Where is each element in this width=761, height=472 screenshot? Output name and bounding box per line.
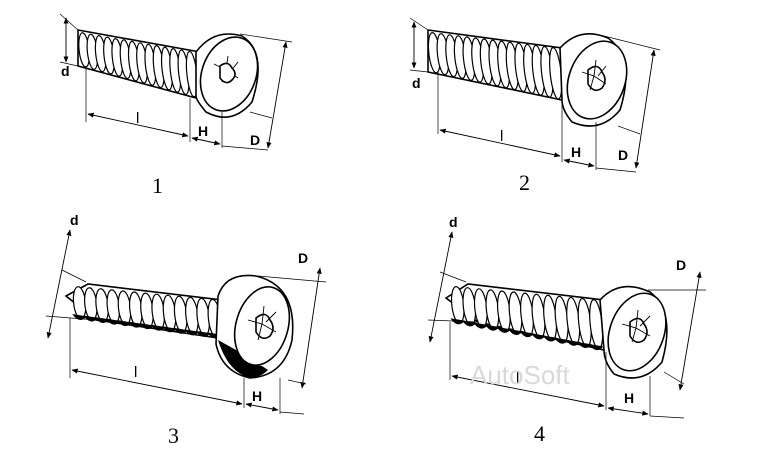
- figure-3: d l H D 3: [45, 212, 327, 448]
- figure-1-screw: [77, 29, 259, 118]
- figure-4-dimensions: [427, 231, 706, 419]
- figure-4-number: 4: [534, 421, 545, 446]
- figure-3-label-d: d: [70, 212, 79, 228]
- figure-2-label-H: H: [571, 144, 581, 160]
- figure-3-label-H: H: [252, 388, 262, 404]
- figure-2-label-D: D: [618, 147, 628, 163]
- figure-4-label-d: d: [449, 214, 458, 230]
- figure-3-screw: [64, 274, 294, 379]
- figure-1: d l H D 1: [59, 13, 293, 198]
- figure-2-label-d: d: [412, 75, 421, 91]
- figure-1-label-H: H: [198, 123, 208, 139]
- figure-4-screw: [444, 283, 668, 379]
- figure-3-dimensions: [45, 229, 327, 415]
- figure-1-dimensions: [59, 13, 293, 151]
- figure-1-label-d: d: [61, 63, 70, 79]
- figure-2-dimensions: [409, 17, 661, 173]
- figure-4: d l H D 4: [427, 214, 706, 446]
- figure-4-label-D: D: [676, 257, 686, 273]
- figure-2-label-l: l: [500, 128, 503, 145]
- figure-1-number: 1: [152, 173, 163, 198]
- watermark-text: AutoSoft: [470, 360, 571, 390]
- figure-4-label-l: l: [516, 370, 519, 387]
- thread-shadow: [588, 344, 604, 351]
- figure-2: d l H D 2: [409, 17, 661, 195]
- figure-3-label-D: D: [298, 250, 308, 266]
- figure-2-screw: [427, 29, 628, 127]
- figure-3-number: 3: [168, 423, 179, 448]
- figure-4-label-H: H: [624, 390, 634, 406]
- figure-2-number: 2: [519, 170, 530, 195]
- figure-3-label-l: l: [134, 364, 137, 381]
- figure-1-label-l: l: [136, 110, 139, 127]
- figure-1-label-D: D: [250, 132, 260, 148]
